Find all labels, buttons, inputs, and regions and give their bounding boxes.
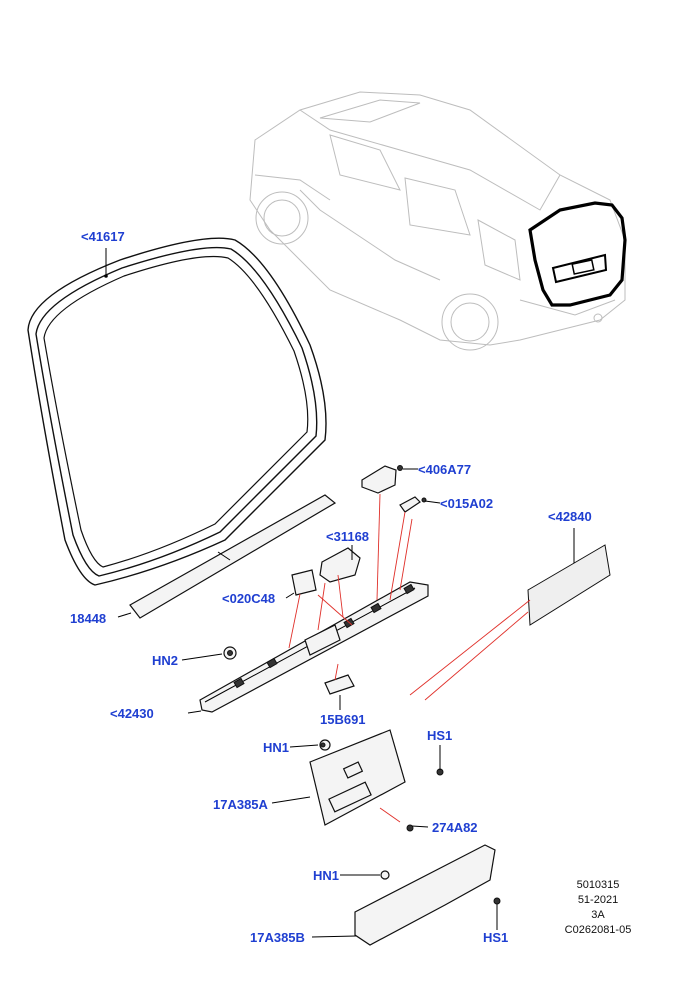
callout-17A385B[interactable]: 17A385B	[250, 930, 305, 945]
callout-HS1-upper[interactable]: HS1	[427, 728, 453, 743]
clip-015A02[interactable]	[399, 496, 427, 513]
callout-31168[interactable]: <31168	[326, 529, 370, 544]
reference-line-3: 3A	[591, 909, 605, 921]
callout-41617[interactable]: <41617	[81, 229, 125, 244]
bracket-406A77[interactable]	[361, 465, 403, 494]
leader-lines	[104, 248, 575, 938]
grommet-HN2[interactable]	[223, 646, 237, 660]
vehicle-illustration	[249, 91, 627, 351]
callout-42430[interactable]: <42430	[110, 706, 154, 721]
callout-015A02[interactable]: <015A02	[440, 496, 494, 511]
camera-020C48[interactable]	[291, 569, 317, 596]
plate-bracket-17A385A[interactable]	[309, 729, 444, 832]
moulding-18448[interactable]	[129, 494, 337, 619]
finisher-17A385B[interactable]	[354, 844, 501, 946]
callout-HN1-upper[interactable]: HN1	[263, 740, 290, 755]
callout-406A77[interactable]: <406A77	[418, 462, 472, 477]
red-leader-lines	[288, 493, 531, 823]
liftgate-highlight	[528, 201, 627, 307]
callout-17A385A[interactable]: 17A385A	[213, 797, 268, 812]
weatherstrip-41617[interactable]	[27, 237, 327, 586]
trim-panel-42430[interactable]	[199, 581, 429, 713]
reference-line-4: C0262081-05	[564, 924, 632, 936]
panel-42840[interactable]	[527, 544, 611, 626]
callout-HN1-lower[interactable]: HN1	[313, 868, 340, 883]
reference-line-1: 5010315	[576, 879, 620, 891]
callout-42840[interactable]: <42840	[548, 509, 592, 524]
switch-31168[interactable]	[319, 547, 361, 583]
callout-HS1-lower[interactable]: HS1	[483, 930, 509, 945]
callout-020C48[interactable]: <020C48	[222, 591, 276, 606]
module-15B691[interactable]	[324, 674, 355, 695]
callout-HN2[interactable]: HN2	[152, 653, 179, 668]
callout-18448[interactable]: 18448	[70, 611, 107, 626]
callout-15B691[interactable]: 15B691	[320, 712, 366, 727]
callout-274A82[interactable]: 274A82	[432, 820, 478, 835]
reference-block: 5010315 51-2021 3A C0262081-05	[553, 878, 643, 938]
reference-line-2: 51-2021	[577, 894, 619, 906]
